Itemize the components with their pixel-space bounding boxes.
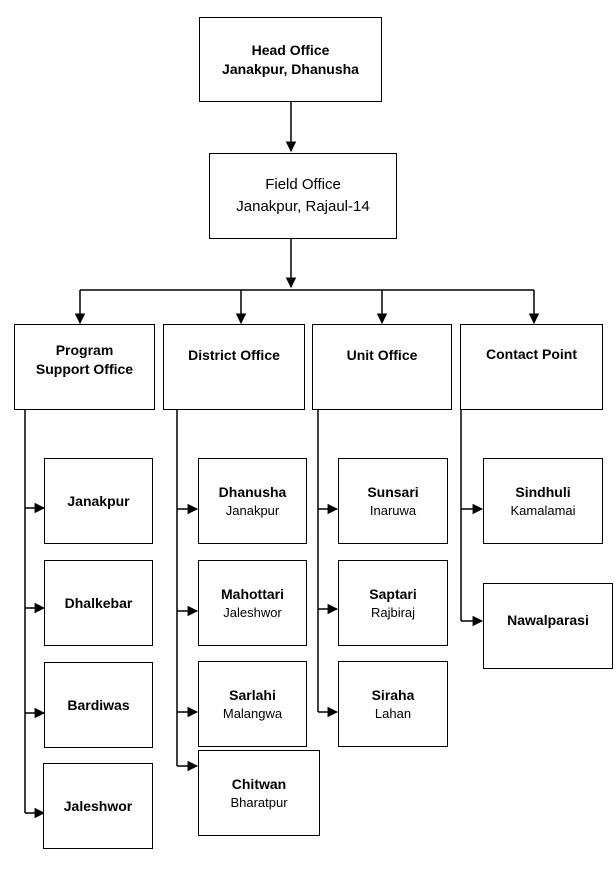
category-label-line2: Support Office bbox=[35, 361, 134, 377]
unit-name: Sunsari bbox=[367, 484, 419, 500]
district-place: Janakpur bbox=[225, 503, 280, 518]
district-office-sarlahi: Sarlahi Malangwa bbox=[198, 661, 307, 747]
district-place: Malangwa bbox=[222, 706, 283, 721]
district-name: Mahottari bbox=[221, 586, 284, 602]
category-district-office: District Office bbox=[163, 324, 305, 410]
head-office-title: Head Office bbox=[251, 41, 330, 58]
office-name: Bardiwas bbox=[67, 696, 130, 713]
unit-place: Lahan bbox=[374, 706, 412, 721]
category-unit-office: Unit Office bbox=[312, 324, 452, 410]
unit-name: Saptari bbox=[369, 586, 417, 602]
unit-office-siraha: Siraha Lahan bbox=[338, 661, 448, 747]
district-name: Dhanusha bbox=[218, 484, 287, 500]
category-label: District Office bbox=[188, 347, 280, 363]
category-label: Unit Office bbox=[346, 347, 418, 363]
category-program-support: Program Support Office bbox=[14, 324, 155, 410]
field-office-title: Field Office bbox=[265, 176, 341, 193]
district-place: Jaleshwor bbox=[223, 605, 282, 620]
district-place: Bharatpur bbox=[230, 795, 288, 810]
head-office-location: Janakpur, Dhanusha bbox=[222, 60, 359, 77]
office-name: Jaleshwor bbox=[63, 797, 133, 814]
head-office-box: Head Office Janakpur, Dhanusha bbox=[199, 17, 382, 102]
contact-point-nawalparasi: Nawalparasi bbox=[483, 583, 613, 669]
district-office-dhanusha: Dhanusha Janakpur bbox=[198, 458, 307, 544]
office-name: Janakpur bbox=[67, 492, 130, 509]
contact-point-sindhuli: Sindhuli Kamalamai bbox=[483, 458, 603, 544]
category-label: Contact Point bbox=[486, 346, 577, 362]
field-office-box: Field Office Janakpur, Rajaul-14 bbox=[209, 153, 397, 239]
district-office-chitwan: Chitwan Bharatpur bbox=[198, 750, 320, 836]
program-office-bardiwas: Bardiwas bbox=[44, 662, 153, 748]
district-name: Chitwan bbox=[231, 776, 287, 792]
contact-name: Sindhuli bbox=[515, 484, 571, 500]
contact-place: Kamalamai bbox=[510, 503, 576, 518]
district-office-mahottari: Mahottari Jaleshwor bbox=[198, 560, 307, 646]
field-office-location: Janakpur, Rajaul-14 bbox=[236, 198, 370, 215]
contact-name: Nawalparasi bbox=[507, 612, 589, 628]
district-name: Sarlahi bbox=[229, 687, 276, 703]
unit-place: Inaruwa bbox=[369, 503, 417, 518]
office-name: Dhalkebar bbox=[64, 594, 133, 611]
category-contact-point: Contact Point bbox=[460, 324, 603, 410]
program-office-janakpur: Janakpur bbox=[44, 458, 153, 544]
unit-office-saptari: Saptari Rajbiraj bbox=[338, 560, 448, 646]
unit-name: Siraha bbox=[371, 687, 415, 703]
unit-place: Rajbiraj bbox=[370, 605, 416, 620]
program-office-jaleshwor: Jaleshwor bbox=[43, 763, 153, 849]
category-label-line1: Program bbox=[55, 342, 114, 358]
program-office-dhalkebar: Dhalkebar bbox=[44, 560, 153, 646]
unit-office-sunsari: Sunsari Inaruwa bbox=[338, 458, 448, 544]
